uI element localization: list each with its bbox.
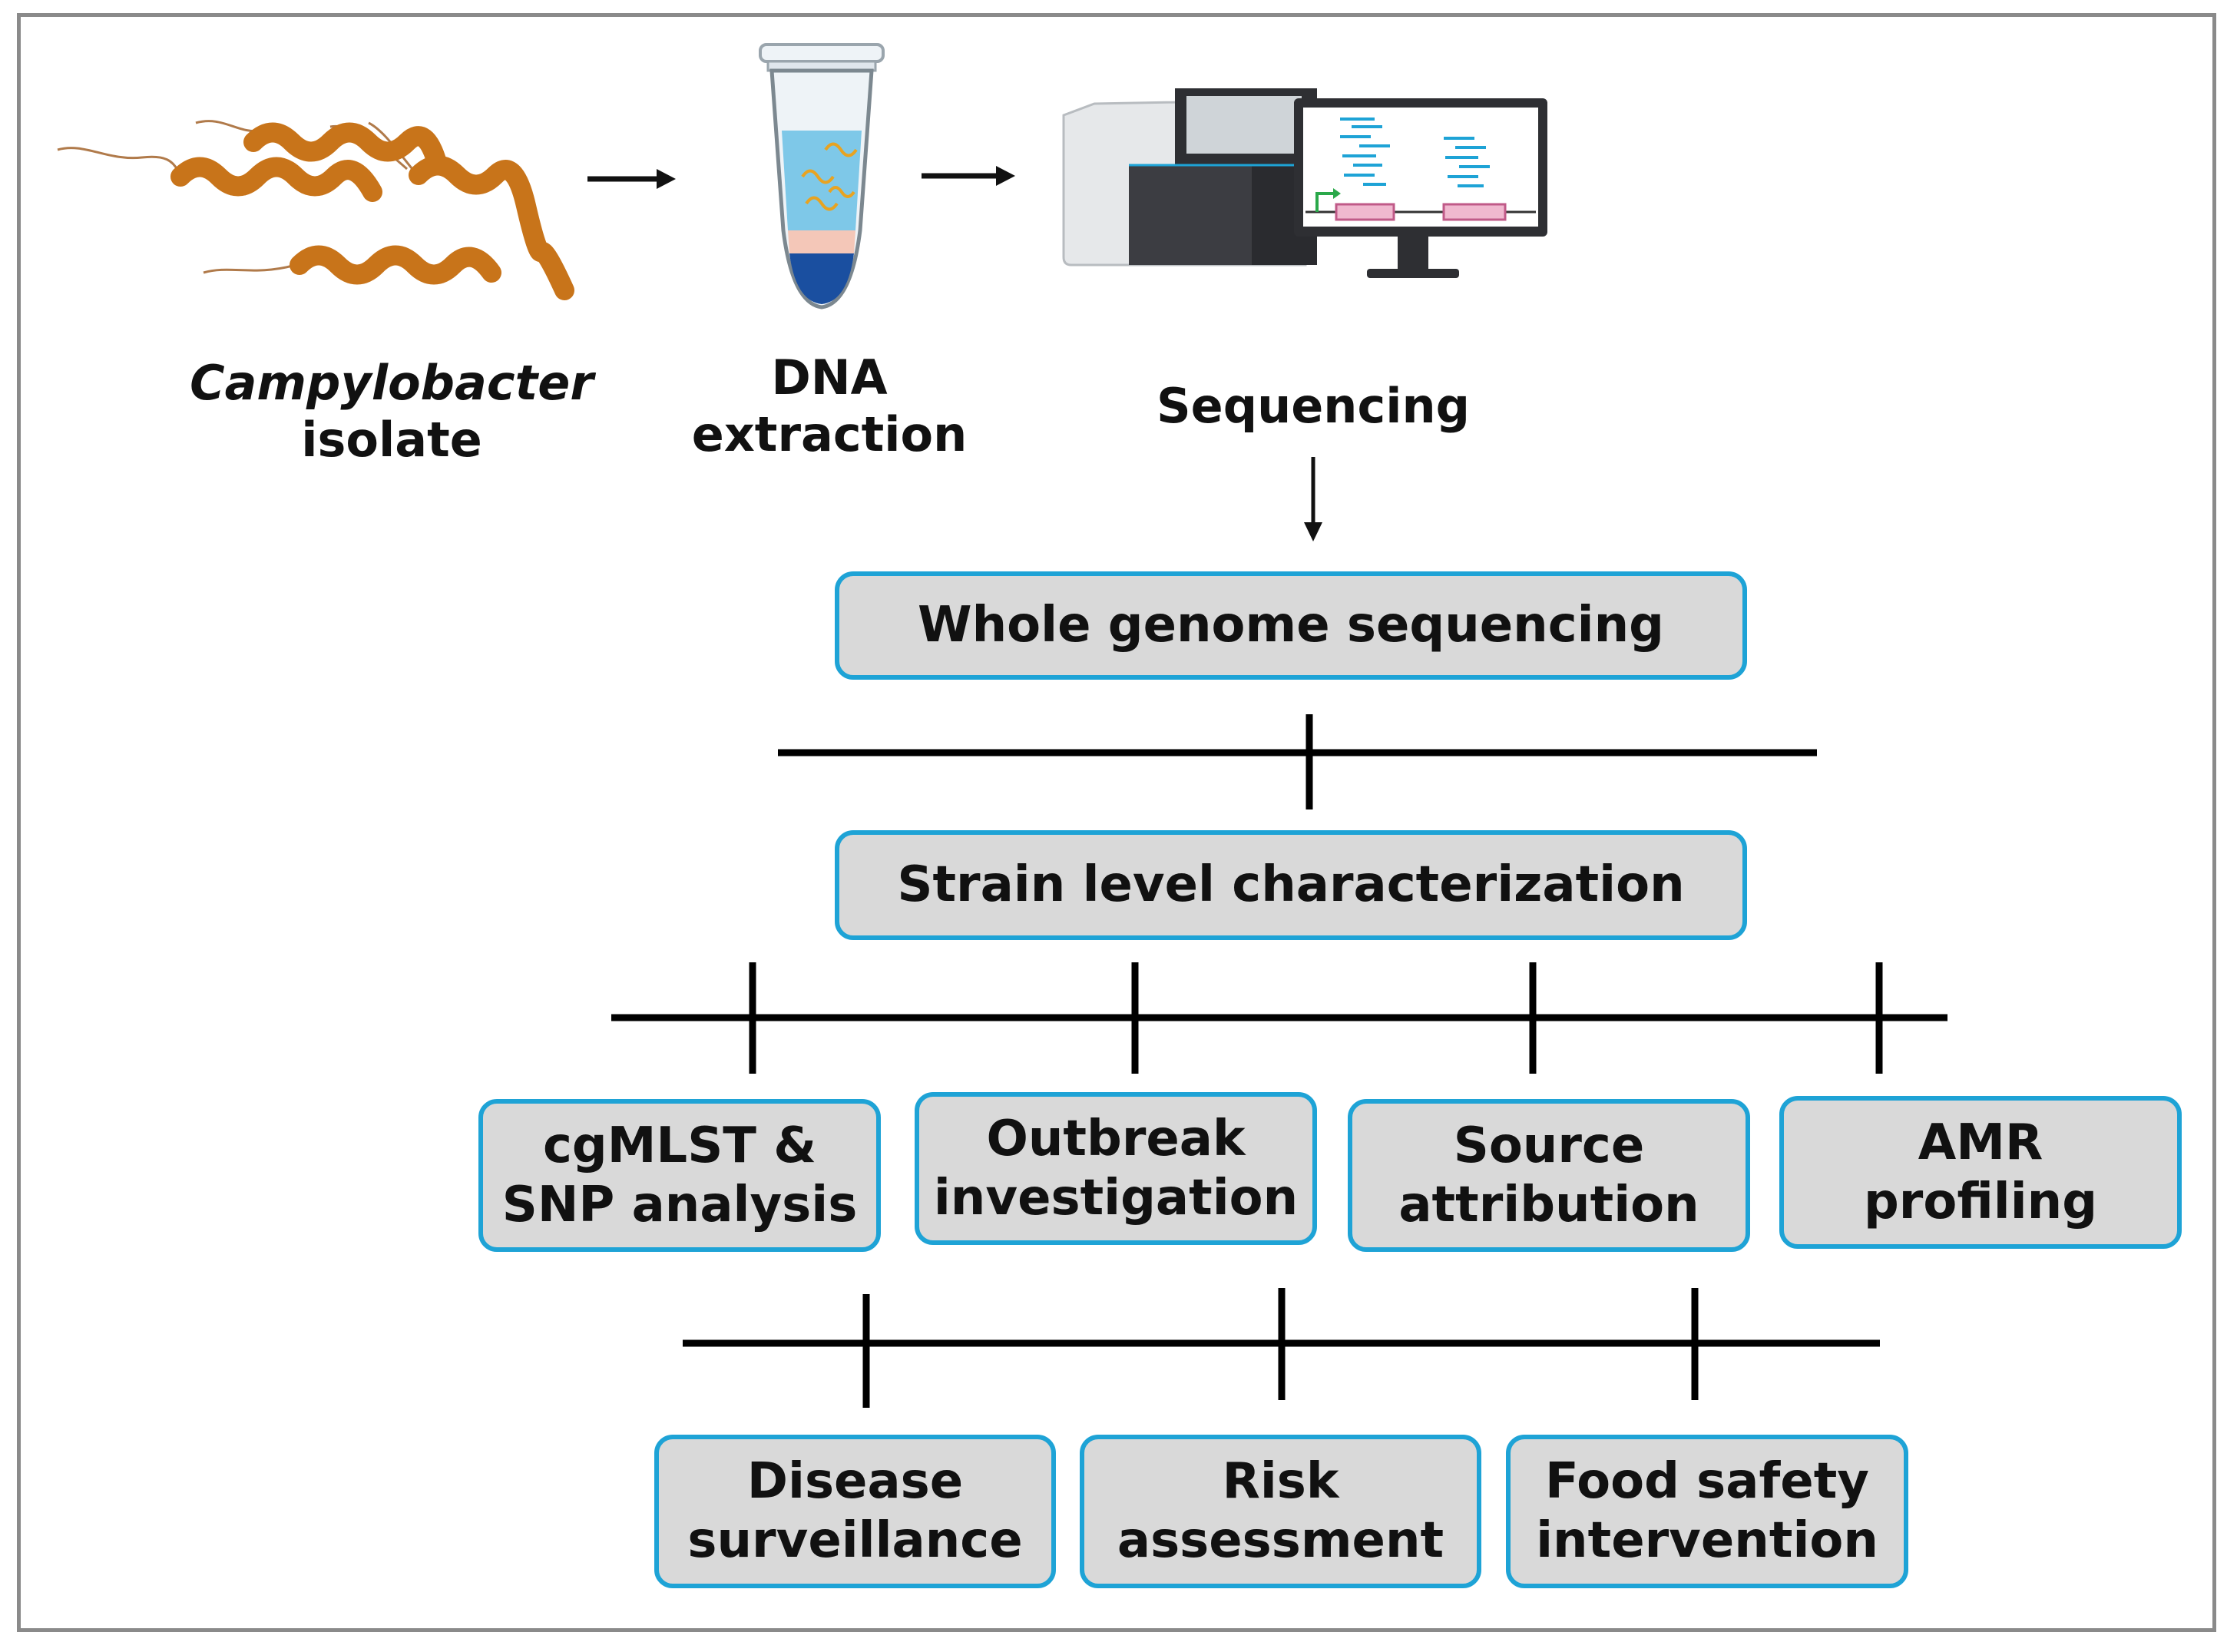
connector-wgs bbox=[778, 714, 1817, 809]
food-safety-box: Food safety intervention bbox=[1506, 1435, 1908, 1588]
monitor-icon bbox=[1294, 98, 1547, 278]
dna-label-line2: extraction bbox=[691, 406, 968, 463]
amr-profiling-box: AMR profiling bbox=[1779, 1096, 2182, 1249]
source-attribution-box: Source attribution bbox=[1348, 1099, 1750, 1252]
strain-characterization-box: Strain level characterization bbox=[835, 830, 1747, 940]
sequencing-label: Sequencing bbox=[1157, 378, 1470, 434]
wgs-box-label: Whole genome sequencing bbox=[918, 597, 1664, 654]
isolate-label-type: isolate bbox=[301, 412, 482, 468]
food-safety-label: Food safety intervention bbox=[1536, 1453, 1878, 1569]
down-arrow bbox=[1304, 457, 1322, 541]
sequencer-icon bbox=[1062, 88, 1317, 267]
bacteria-illustration bbox=[57, 120, 574, 300]
outbreak-investigation-box: Outbreak investigation bbox=[915, 1092, 1317, 1245]
dna-extraction-label: DNA extraction bbox=[660, 349, 998, 464]
outbreak-label: Outbreak investigation bbox=[933, 1110, 1299, 1227]
cgmlst-label: cgMLST & SNP analysis bbox=[501, 1117, 858, 1233]
figure-frame bbox=[17, 13, 2216, 1632]
isolate-label-species: Campylobacter bbox=[190, 355, 594, 411]
cgmlst-snp-box: cgMLST & SNP analysis bbox=[478, 1099, 881, 1252]
isolate-label: Campylobacter isolate bbox=[154, 355, 630, 469]
disease-label: Disease surveillance bbox=[687, 1453, 1023, 1569]
risk-label: Risk assessment bbox=[1117, 1453, 1444, 1569]
wgs-box: Whole genome sequencing bbox=[835, 571, 1747, 680]
step-arrow-1 bbox=[587, 169, 676, 189]
risk-assessment-box: Risk assessment bbox=[1080, 1435, 1481, 1588]
step-arrow-2 bbox=[922, 166, 1015, 186]
connector-strain bbox=[611, 962, 1947, 1074]
disease-surveillance-box: Disease surveillance bbox=[654, 1435, 1056, 1588]
connector-applications bbox=[683, 1288, 1880, 1408]
dna-label-line1: DNA bbox=[771, 349, 888, 406]
strain-box-label: Strain level characterization bbox=[897, 856, 1685, 914]
source-label: Source attribution bbox=[1398, 1117, 1699, 1233]
amr-label: AMR profiling bbox=[1863, 1114, 2098, 1230]
tube-icon bbox=[759, 43, 885, 310]
